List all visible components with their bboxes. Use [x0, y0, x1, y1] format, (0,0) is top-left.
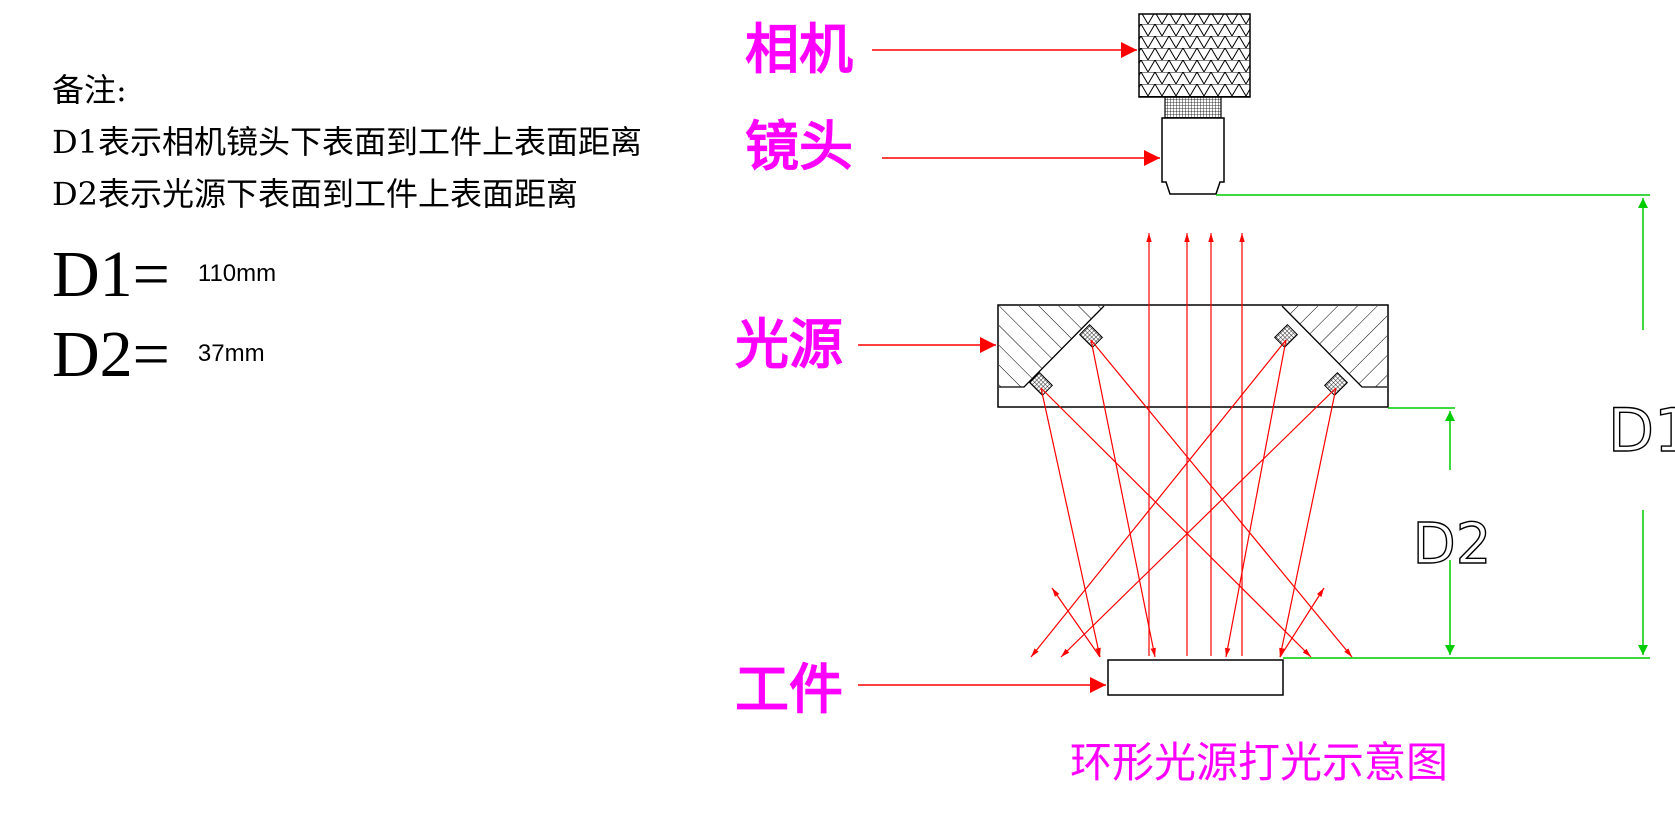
d2-dimension-label: D2 [1413, 512, 1492, 577]
workpiece [1107, 659, 1284, 696]
d1-value: 110mm [197, 260, 277, 287]
notes-block: 备注: D1表示相机镜头下表面到工件上表面距离 D2表示光源下表面到工件上表面距… [52, 64, 642, 220]
notes-line-d1: D1表示相机镜头下表面到工件上表面距离 [52, 123, 643, 161]
camera-body [1138, 13, 1251, 98]
notes-heading: 备注: [52, 71, 127, 109]
d2-value-row: D2= 37mm [52, 322, 265, 388]
led-emitters [1028, 323, 1349, 397]
light-rays [1030, 233, 1353, 658]
lens-barrel [1161, 96, 1225, 195]
light-source-label: 光源 [735, 313, 843, 376]
camera-label: 相机 [745, 18, 853, 81]
d1-dimension-label: D1 [1608, 396, 1675, 466]
callout-arrows [858, 42, 1160, 693]
lens-label: 镜头 [745, 115, 853, 178]
ring-light-housing [997, 304, 1389, 408]
dimension-lines [1216, 194, 1650, 659]
d2-equals-label: D2= [52, 318, 170, 391]
d2-value: 37mm [197, 340, 265, 367]
d1-equals-label: D1= [52, 238, 170, 311]
workpiece-label: 工件 [735, 658, 843, 721]
notes-line-d2: D2表示光源下表面到工件上表面距离 [52, 175, 579, 213]
d1-value-row: D1= 110mm [52, 242, 276, 308]
diagram-title: 环形光源打光示意图 [1070, 738, 1448, 787]
